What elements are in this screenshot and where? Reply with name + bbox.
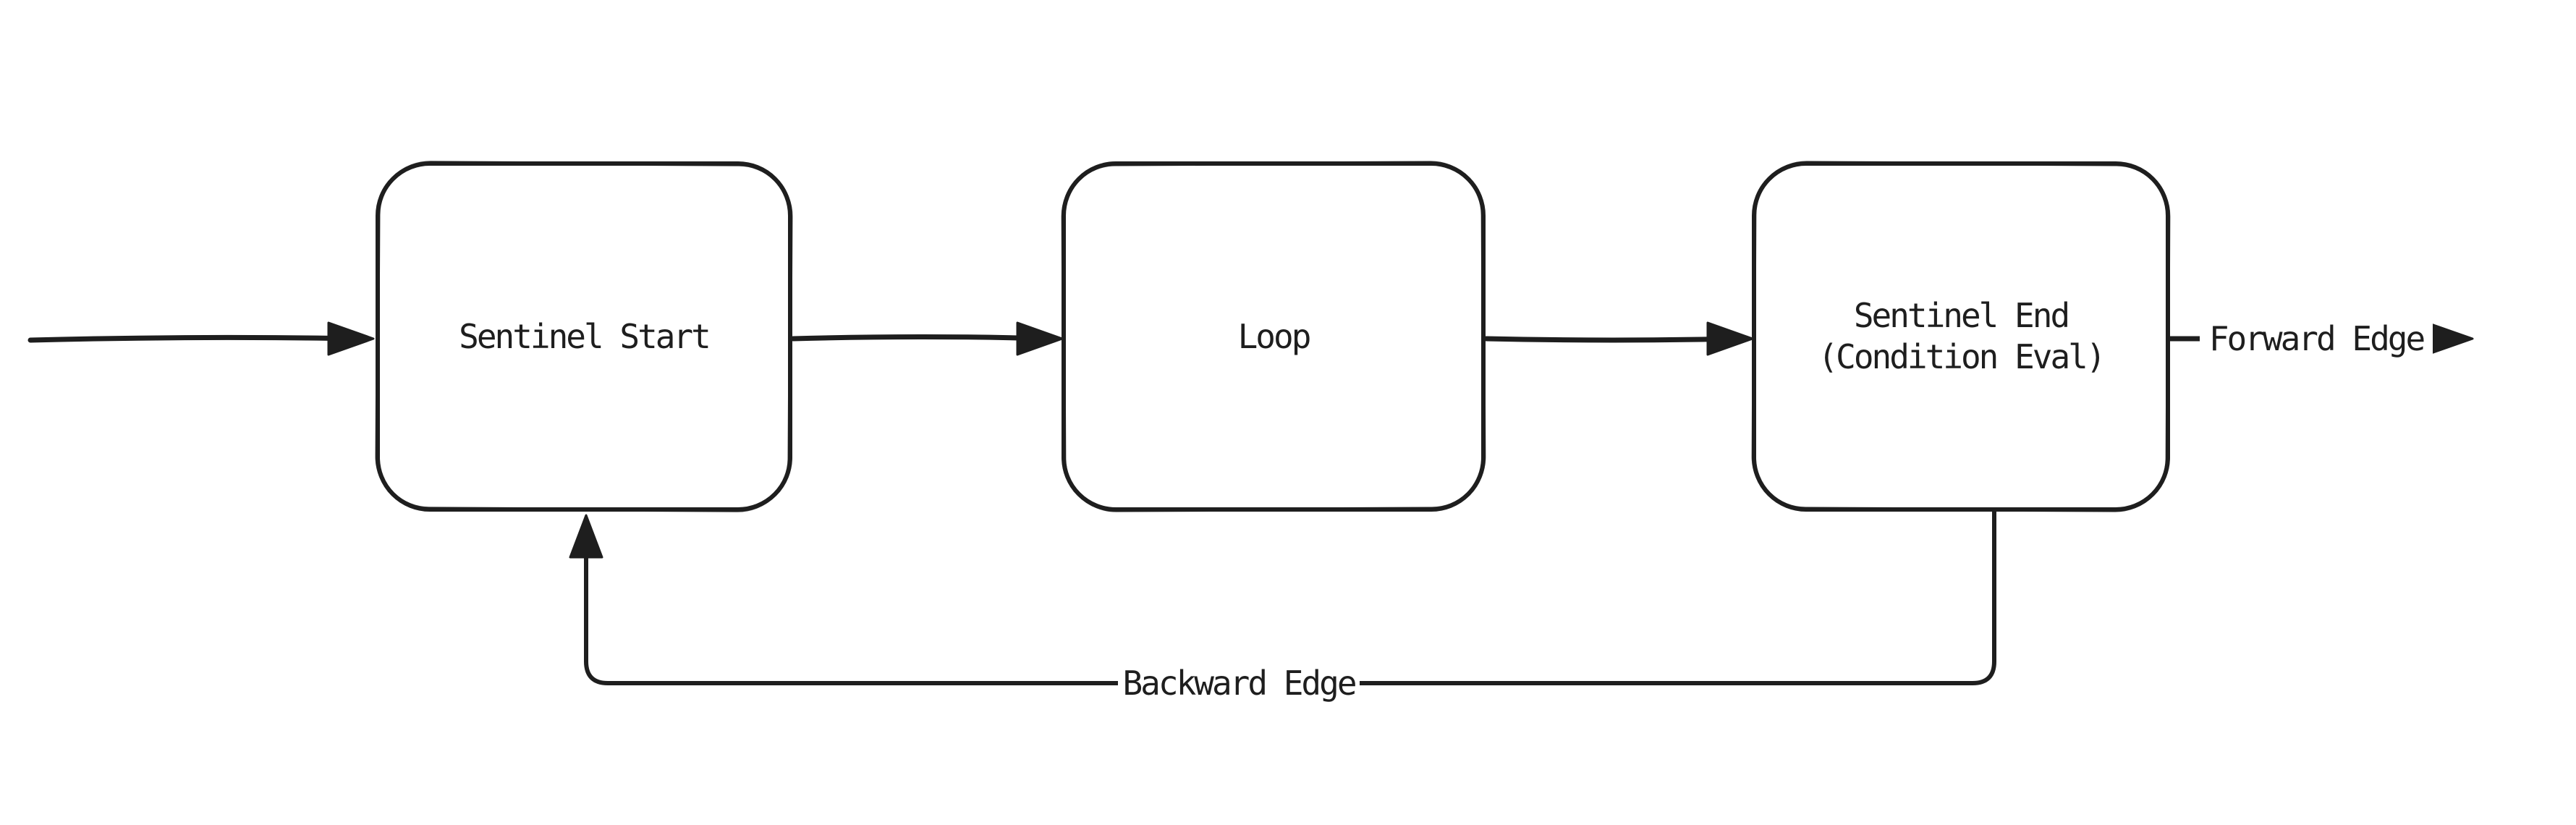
node-loop-sketch-stroke [1061,161,1486,512]
arrowhead-up-icon [569,514,603,559]
arrowhead-right-icon [1016,321,1064,356]
node-sentinel-end-rect [1752,161,2170,512]
edge-sentinel-start-to-loop [790,321,1064,356]
node-loop-rect [1062,161,1486,512]
edge-start-loop-line [790,334,1052,342]
edge-entry-line [27,334,362,343]
arrowhead-right-icon [2428,322,2474,355]
node-sentinel-start-sketch-stroke [375,161,793,512]
edge-loop-to-sentinel-end [1483,321,1754,356]
arrowhead-right-icon [327,321,375,356]
node-sentinel-end-shape [1751,161,2171,512]
arrowhead-right-icon [1706,321,1754,356]
node-loop-shape [1061,161,1486,512]
node-sentinel-start-rect [376,161,792,512]
edge-entry-arrow [27,321,375,356]
edge-loop-end-line [1483,336,1742,343]
edge-backward-label: Backward Edge [1118,654,1360,712]
edge-forward-label: Forward Edge [2200,310,2433,368]
node-sentinel-start-shape [375,161,793,512]
